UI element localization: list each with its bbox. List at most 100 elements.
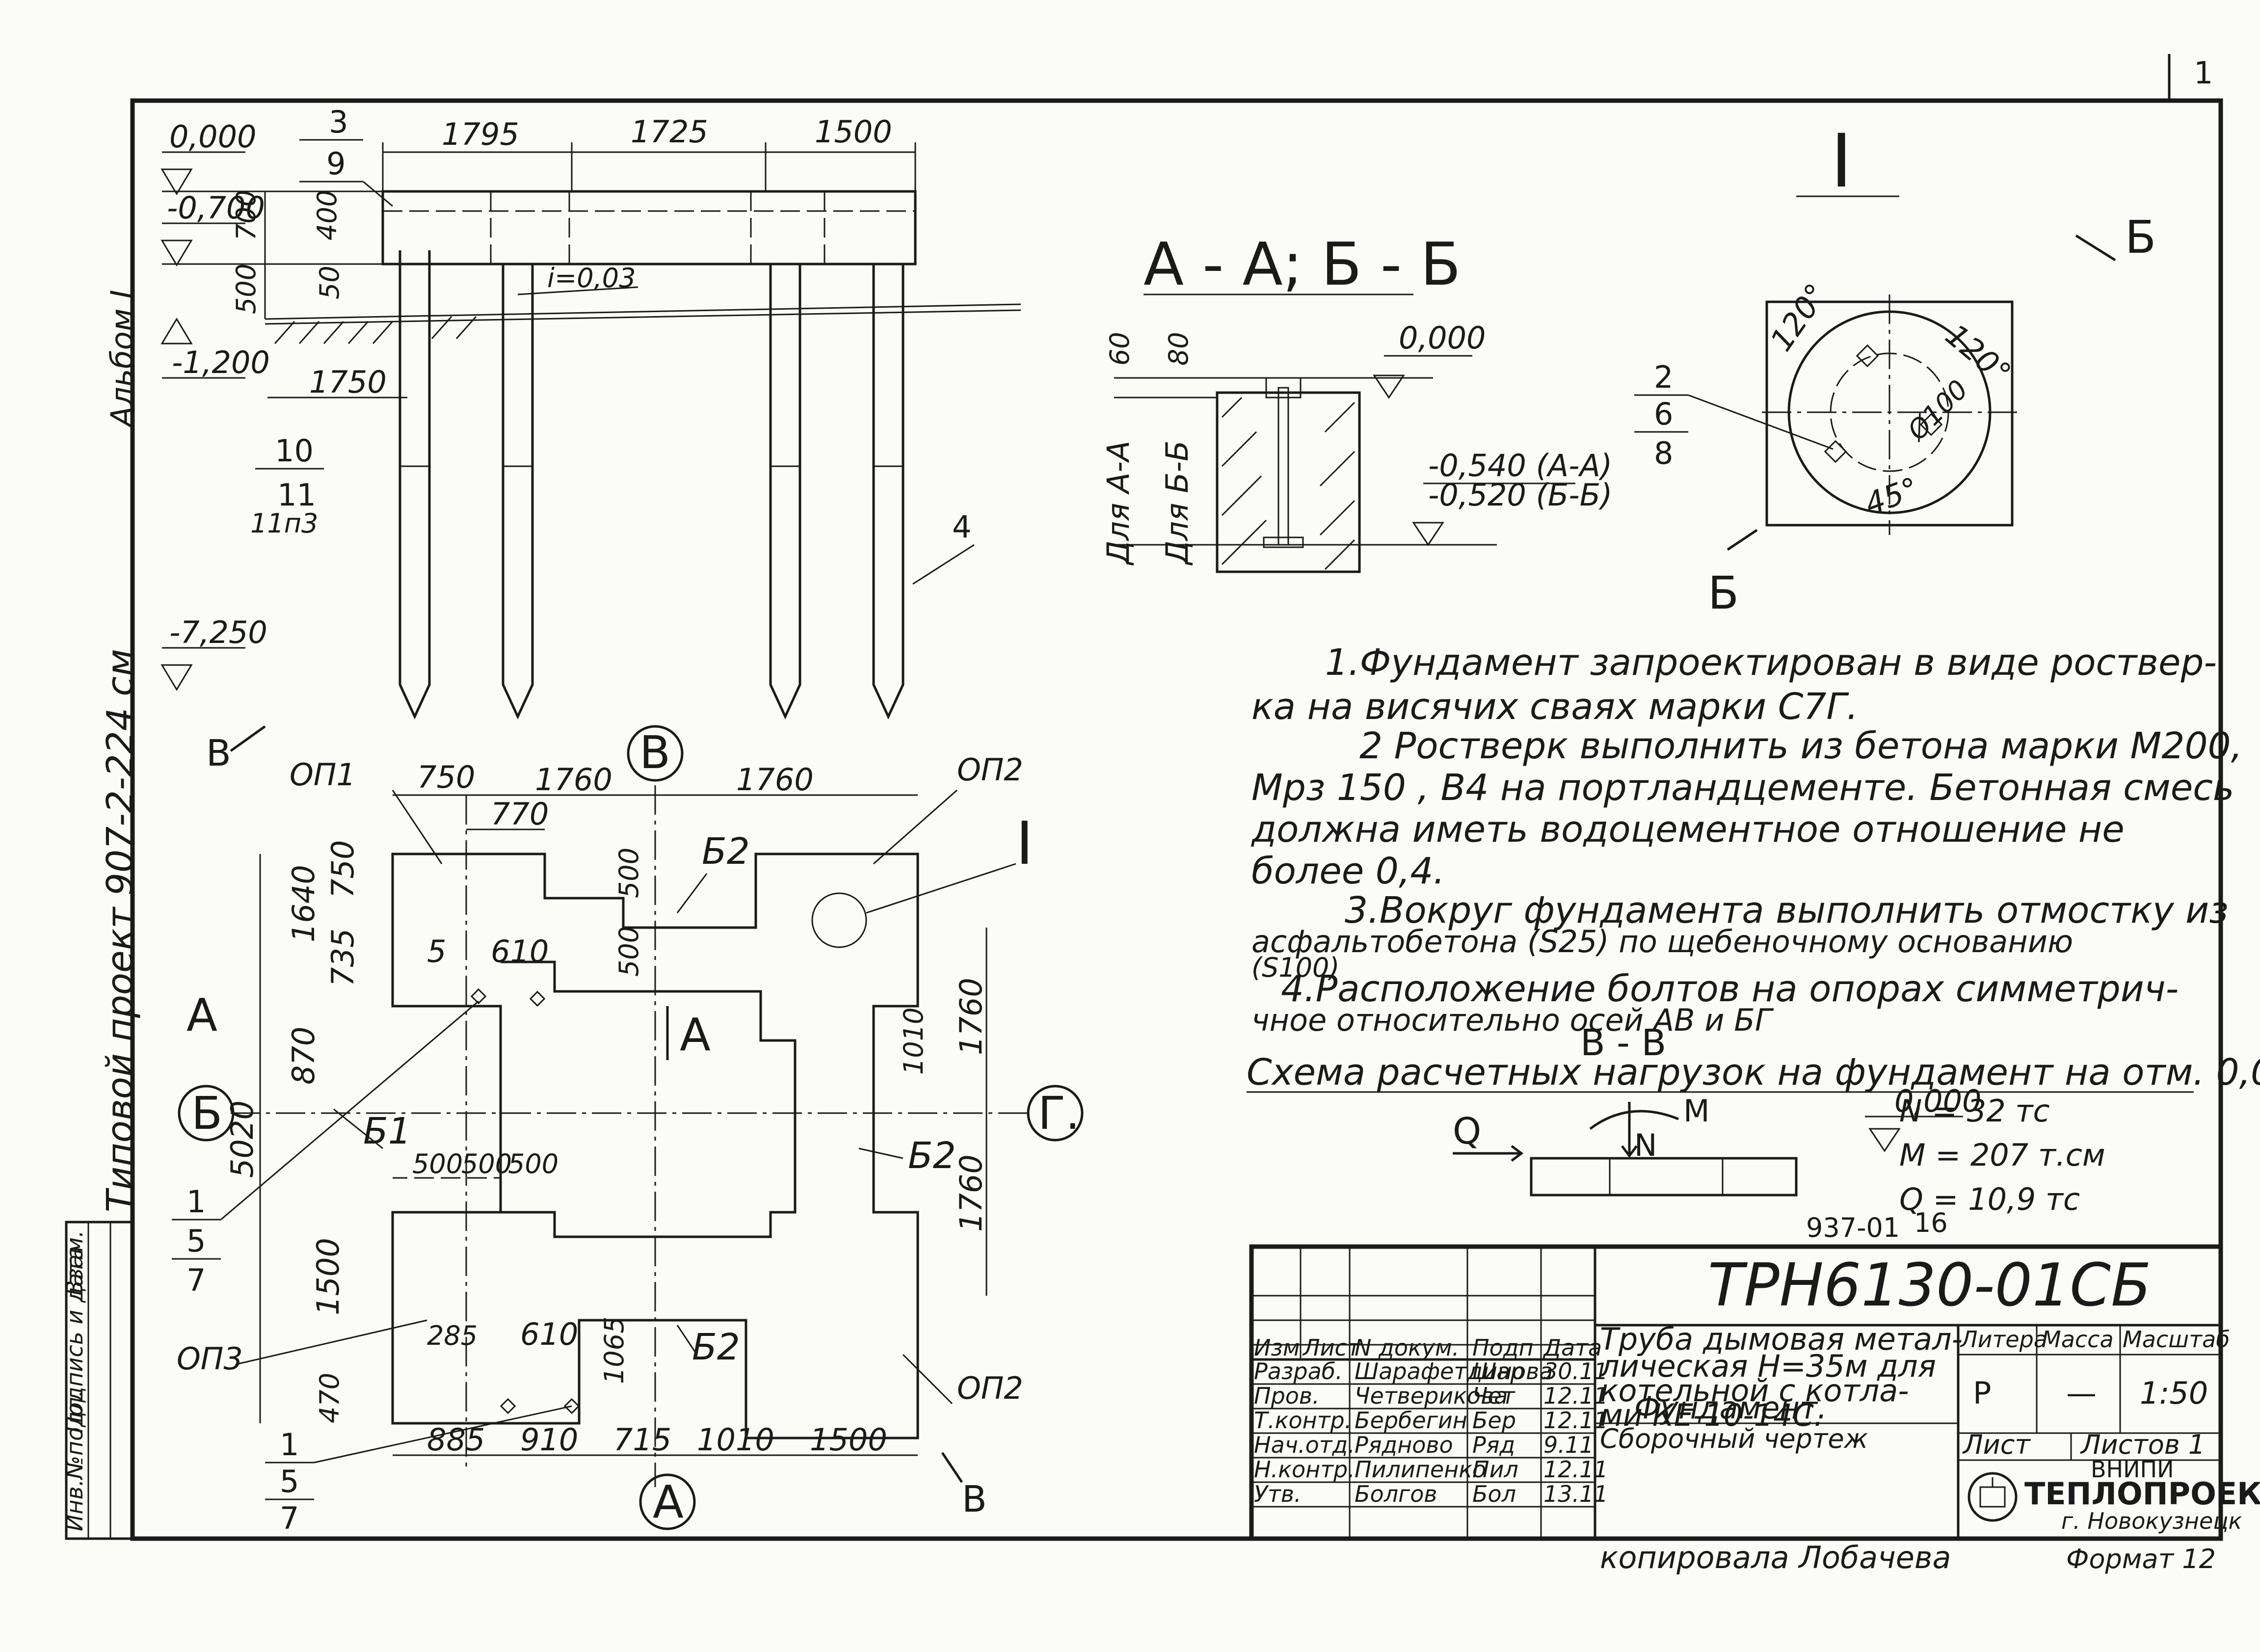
sheet-number: 1 bbox=[2194, 55, 2213, 91]
org-name-2: ТЕПЛОПРОЕКТ bbox=[2024, 1476, 2260, 1512]
section-aa-title: А - А; Б - Б bbox=[1143, 231, 1461, 299]
svg-text:Пил: Пил bbox=[1472, 1456, 1518, 1483]
elevation-view: 1795 1725 1500 700 500 400 50 0,000 -0,7… bbox=[160, 104, 1021, 719]
svg-text:11: 11 bbox=[277, 477, 316, 513]
loads-title: Схема расчетных нагрузок на фундамент на… bbox=[1247, 1051, 2260, 1093]
svg-text:Четверикова: Четверикова bbox=[1355, 1383, 1508, 1409]
svg-text:7: 7 bbox=[186, 1262, 206, 1298]
load-m-value: M = 207 т.см bbox=[1899, 1137, 2105, 1173]
label-for-aa: Для А-А bbox=[1100, 441, 1136, 566]
format-label: Формат 12 bbox=[2066, 1544, 2216, 1574]
note-line-6: более 0,4. bbox=[1251, 850, 1445, 892]
svg-text:Н.контр.: Н.контр. bbox=[1254, 1456, 1355, 1483]
loads-ref: 937-01 bbox=[1806, 1212, 1900, 1243]
plan-dim-1010-rt: 1010 bbox=[898, 1008, 929, 1075]
plan-dim-500a: 500 bbox=[412, 1148, 463, 1179]
elev-mark-0700: -0,700 bbox=[160, 190, 265, 266]
callout-1-5-7-a: 1 5 7 bbox=[172, 1000, 479, 1298]
elev-dim-50: 50 bbox=[314, 266, 345, 299]
section-aa-bb: А - А; Б - Б 60 80 Для А-А Для Б-Б 0,000… bbox=[1100, 231, 1612, 573]
org-city: г. Новокузнецк bbox=[2061, 1508, 2242, 1534]
cut-a-left: А bbox=[186, 989, 217, 1041]
note-line-1: 1.Фундамент запроектирован в виде ростве… bbox=[1325, 641, 2217, 684]
section-elev-zero: 0,000 bbox=[1373, 320, 1486, 399]
load-q: Q bbox=[1453, 1110, 1481, 1152]
sheets-label: Листов 1 bbox=[2080, 1429, 2205, 1460]
svg-text:12.11: 12.11 bbox=[1543, 1383, 1608, 1409]
svg-text:I: I bbox=[1016, 810, 1033, 878]
svg-text:0,000: 0,000 bbox=[1894, 1083, 1982, 1119]
plan-dim-770: 770 bbox=[491, 796, 549, 832]
label-for-bb: Для Б-Б bbox=[1159, 440, 1195, 566]
note-line-4: Мрз 150 , В4 на портландцементе. Бетонна… bbox=[1251, 767, 2234, 809]
loads-ref2: 16 bbox=[1914, 1207, 1948, 1238]
svg-text:Разраб.: Разраб. bbox=[1254, 1358, 1343, 1385]
svg-text:6: 6 bbox=[1654, 396, 1673, 432]
head-litera: Литера bbox=[1960, 1326, 2047, 1353]
stamp-replace: Взам. bbox=[61, 1230, 88, 1296]
head-scale: Масштаб bbox=[2123, 1326, 2230, 1353]
svg-text:Б: Б bbox=[191, 1087, 222, 1140]
plan-dim-470: 470 bbox=[314, 1373, 345, 1423]
plan-dim-500-top: 500 bbox=[613, 848, 644, 898]
plan-dim-500-mid: 500 bbox=[613, 926, 644, 977]
note-line-11: чное относительно осей АВ и БГ bbox=[1251, 1002, 1774, 1038]
svg-text:Пилипенко: Пилипенко bbox=[1355, 1456, 1486, 1483]
loads-elev-zero: 0,000 bbox=[1865, 1083, 1982, 1152]
col-sign: Подп bbox=[1472, 1334, 1534, 1361]
svg-text:А: А bbox=[653, 1476, 684, 1528]
scale-value: 1:50 bbox=[2140, 1375, 2208, 1411]
dim-60: 60 bbox=[1104, 332, 1135, 366]
elev-dim-1795: 1795 bbox=[442, 116, 519, 152]
plan-dim-735: 735 bbox=[325, 929, 361, 986]
svg-text:-7,250: -7,250 bbox=[169, 614, 267, 650]
plan-dim-1065: 1065 bbox=[599, 1317, 630, 1384]
axis-a: А bbox=[639, 1473, 696, 1530]
svg-text:11п3: 11п3 bbox=[250, 508, 318, 539]
slope-label: i=0,03 bbox=[547, 263, 636, 293]
title-name-1: Труба дымовая метал- bbox=[1600, 1321, 1963, 1357]
svg-text:10: 10 bbox=[275, 433, 314, 469]
svg-text:9.11: 9.11 bbox=[1543, 1432, 1594, 1458]
org-logo bbox=[1968, 1472, 2018, 1522]
svg-text:0,000: 0,000 bbox=[1399, 320, 1486, 356]
elev-mark-7250: -7,250 bbox=[160, 614, 267, 691]
litera-value: Р bbox=[1973, 1375, 1991, 1411]
svg-text:Бол: Бол bbox=[1472, 1481, 1516, 1507]
plan-dim-1760-rt: 1760 bbox=[953, 978, 989, 1055]
col-list: Лист bbox=[1302, 1334, 1361, 1361]
svg-text:Бербегин: Бербегин bbox=[1355, 1407, 1467, 1434]
elev-mark-1200: -1,200 bbox=[160, 318, 270, 380]
sheet-label: Лист bbox=[1962, 1429, 2031, 1460]
stamp-inv: Инв.№подл. bbox=[61, 1390, 88, 1531]
plan-dim-5020: 5020 bbox=[224, 1100, 260, 1178]
album-label: Альбом I bbox=[104, 290, 140, 429]
svg-text:1: 1 bbox=[280, 1427, 299, 1463]
plan-dim-5: 5 bbox=[427, 933, 446, 969]
svg-text:Утв.: Утв. bbox=[1254, 1481, 1302, 1507]
svg-text:В: В bbox=[639, 726, 670, 779]
plan-dim-610-bottom: 610 bbox=[520, 1316, 578, 1352]
elev-aa: -0,540 (А-А) bbox=[1428, 448, 1612, 483]
title-code: ТРН6130-01СБ bbox=[1708, 1252, 2151, 1320]
label-b1: Б1 bbox=[363, 1110, 411, 1152]
cut-mark-b-bottom: Б bbox=[1708, 529, 1758, 619]
col-date: Дата bbox=[1542, 1334, 1602, 1361]
mass-value: — bbox=[2066, 1375, 2097, 1411]
stamp-signature: Подпись и дата bbox=[61, 1246, 88, 1433]
svg-text:2: 2 bbox=[1654, 359, 1673, 395]
plan-dim-750: 750 bbox=[417, 759, 475, 795]
elev-dim-500: 500 bbox=[231, 264, 262, 314]
pile-1 bbox=[399, 250, 431, 719]
svg-text:7: 7 bbox=[280, 1500, 299, 1536]
svg-text:Чет: Чет bbox=[1472, 1383, 1516, 1409]
label-op2-top: ОП2 bbox=[957, 752, 1023, 788]
svg-text:0,000: 0,000 bbox=[169, 119, 257, 155]
dim-80: 80 bbox=[1163, 332, 1194, 366]
title-name-3: котельной с котла- bbox=[1600, 1373, 1909, 1409]
col-izm: Изм bbox=[1254, 1334, 1300, 1361]
signature-rows: Разраб. Шарафетдинова Шар 30.11 Пров. Че… bbox=[1254, 1358, 1608, 1507]
col-ndoc: N докум. bbox=[1355, 1334, 1459, 1361]
detail-i-circle: I bbox=[811, 810, 1033, 948]
